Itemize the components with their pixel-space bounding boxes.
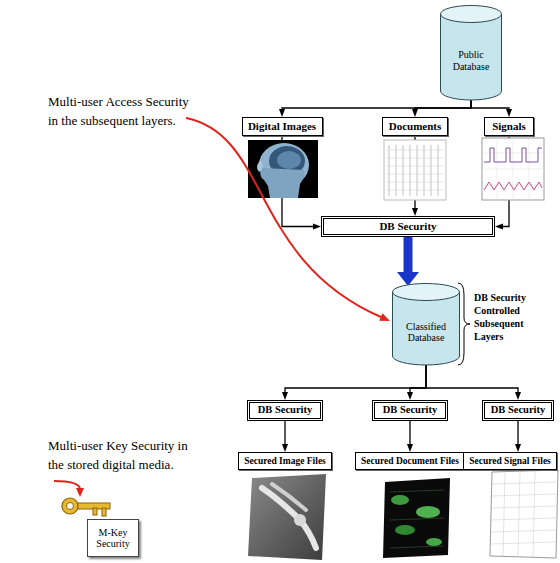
- cylinder-body: [441, 14, 502, 100]
- connector-line: [471, 100, 509, 111]
- node-text: DB Security: [258, 404, 313, 416]
- node-text: DB Security: [379, 220, 436, 233]
- security-box: DB Security: [247, 400, 323, 421]
- connector-line: [415, 100, 471, 111]
- node-text: DB Security: [383, 404, 438, 416]
- node-text: Secured Signal Files: [469, 456, 551, 467]
- arrowhead: [515, 392, 521, 400]
- node-text: Secured Image Files: [244, 456, 326, 467]
- file-box: Secured Image Files: [238, 452, 332, 470]
- node-text: Documents: [389, 120, 442, 133]
- connector: [407, 421, 413, 452]
- connector: [412, 100, 471, 117]
- arrowhead: [506, 109, 512, 117]
- connector: [426, 365, 521, 400]
- node-text: Signals: [492, 120, 526, 133]
- connector: [407, 365, 426, 400]
- arrowhead: [495, 224, 503, 230]
- category-box: Digital Images: [242, 117, 323, 136]
- connector-line: [517, 421, 518, 446]
- arrowhead: [313, 224, 321, 230]
- node-text: M-Key Security: [91, 527, 135, 550]
- database-cylinder: Public Database: [440, 5, 502, 100]
- category-box: Documents: [382, 117, 448, 136]
- connector-line: [404, 237, 413, 275]
- arrowhead: [282, 392, 288, 400]
- security-box: DB Security: [321, 216, 495, 237]
- bracket-label: DB Security Controlled Subsequent Layers: [474, 291, 532, 343]
- connector-line: [282, 100, 471, 111]
- xray-image: [248, 474, 326, 560]
- connector: [282, 421, 288, 452]
- cylinder-top: [393, 284, 460, 301]
- arrowhead: [279, 109, 285, 117]
- arrowhead: [282, 444, 288, 452]
- connector-line: [426, 365, 518, 394]
- cylinder-top: [441, 6, 502, 23]
- node-text: Classified Database: [396, 321, 456, 344]
- node-text: Public Database: [444, 49, 498, 72]
- signal-chart-image: [482, 138, 544, 200]
- connector-line: [409, 421, 410, 446]
- connector: [515, 421, 521, 452]
- connector: [397, 237, 419, 286]
- connector-line: [410, 365, 426, 394]
- node-text: DB Security: [491, 404, 546, 416]
- document-image: [384, 140, 446, 200]
- secured-document-image: [383, 478, 450, 558]
- connector: [279, 100, 471, 117]
- key-icon: [62, 498, 110, 516]
- annotation-text: Multi-user Access Security in the subseq…: [48, 92, 200, 130]
- leader-arrow: [54, 481, 84, 497]
- arrowhead: [412, 208, 418, 216]
- file-box: Secured Document Files: [355, 452, 465, 470]
- arrowhead: [407, 444, 413, 452]
- secured-signal-image: [490, 470, 558, 558]
- node-text: Digital Images: [248, 120, 316, 133]
- connector-line: [284, 421, 285, 446]
- database-cylinder: Classified Database: [392, 283, 460, 365]
- category-box: Signals: [484, 117, 534, 136]
- security-box: DB Security: [482, 400, 554, 421]
- security-box: DB Security: [372, 400, 448, 421]
- annotation-text: Multi-user Key Security in the stored di…: [48, 436, 200, 474]
- connector: [282, 365, 426, 400]
- arrowhead: [515, 444, 521, 452]
- connector: [471, 100, 512, 117]
- cylinder-body: [393, 292, 460, 365]
- key-box: M-Key Security: [87, 519, 139, 557]
- file-box: Secured Signal Files: [463, 452, 557, 470]
- arrowhead: [407, 392, 413, 400]
- node-text: Secured Document Files: [361, 456, 459, 467]
- arrowhead: [412, 109, 418, 117]
- connector-line: [285, 365, 426, 394]
